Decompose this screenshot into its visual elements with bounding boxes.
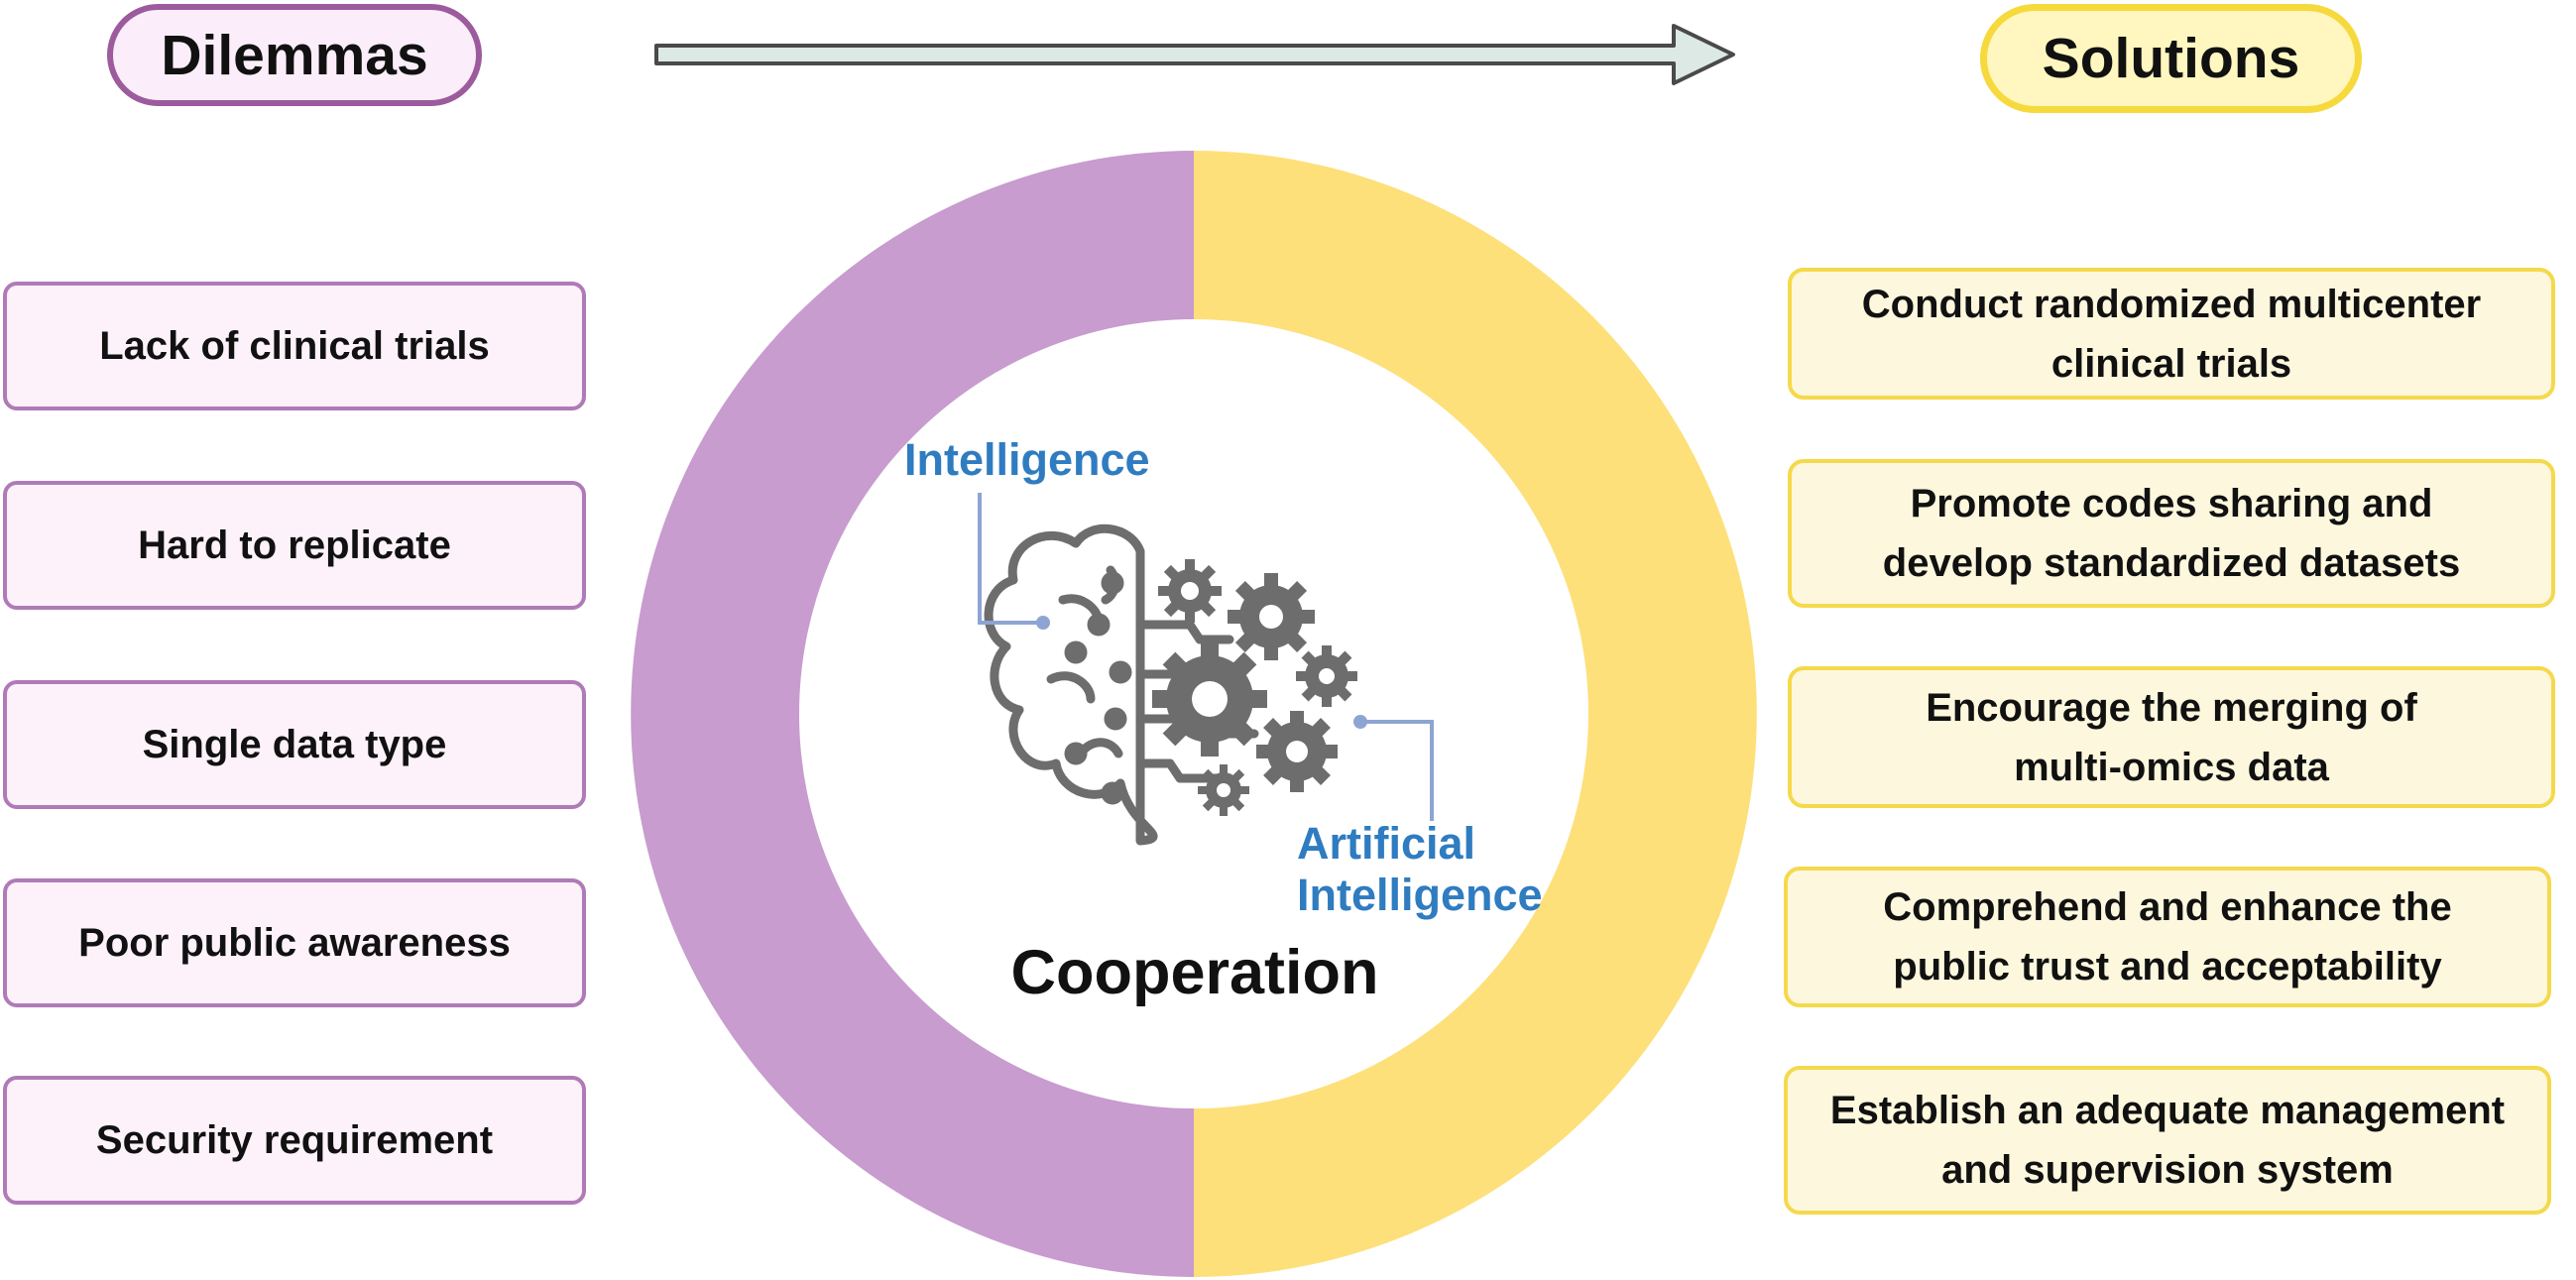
cooperation-caption: Cooperation <box>1010 938 1379 1007</box>
ai-label-line: Artificial <box>1297 818 1476 869</box>
solution-box: Conduct randomized multicenter clinical … <box>1788 268 2555 400</box>
solution-line: clinical trials <box>2050 341 2292 386</box>
dilemma-box: Hard to replicate <box>3 481 586 610</box>
solutions-title: Solutions <box>1980 4 2362 113</box>
intelligence-label: Intelligence <box>904 434 1150 485</box>
solution-line: Establish an adequate management <box>1829 1089 2506 1132</box>
cooperation-ring <box>631 151 1757 1277</box>
artificial-intelligence-label: Artificial Intelligence <box>1297 818 1543 921</box>
solution-line: Conduct randomized multicenter <box>1861 282 2482 326</box>
solution-line: Promote codes sharing and <box>1910 482 2433 525</box>
solution-line: Comprehend and enhance the <box>1883 885 2452 929</box>
solution-line: develop standardized datasets <box>1882 541 2461 585</box>
solution-box: Encourage the merging of multi-omics dat… <box>1788 666 2555 808</box>
intelligence-leader <box>978 493 1043 625</box>
solution-box: Establish an adequate management and sup… <box>1784 1066 2551 1215</box>
ai-leader <box>1360 720 1434 821</box>
solution-line: multi-omics data <box>2014 745 2329 789</box>
solution-line: public trust and acceptability <box>1893 945 2442 989</box>
dilemma-box: Single data type <box>3 680 586 809</box>
solution-line: and supervision system <box>1941 1148 2394 1192</box>
callout-leaders <box>978 493 1434 821</box>
dilemma-box: Lack of clinical trials <box>3 282 586 410</box>
dilemma-box: Poor public awareness <box>3 878 586 1007</box>
dilemma-box: Security requirement <box>3 1076 586 1205</box>
gear-icon-group <box>1152 559 1357 816</box>
solution-line: Encourage the merging of <box>1926 685 2417 730</box>
ai-label-line: Intelligence <box>1297 869 1543 920</box>
ring-left-half <box>631 151 1194 1277</box>
dilemmas-title: Dilemmas <box>107 4 482 106</box>
solution-box: Promote codes sharing and develop standa… <box>1788 459 2555 608</box>
flow-arrow-icon <box>654 24 1735 85</box>
solution-box: Comprehend and enhance the public trust … <box>1784 867 2551 1007</box>
ring-right-half <box>1194 151 1757 1277</box>
